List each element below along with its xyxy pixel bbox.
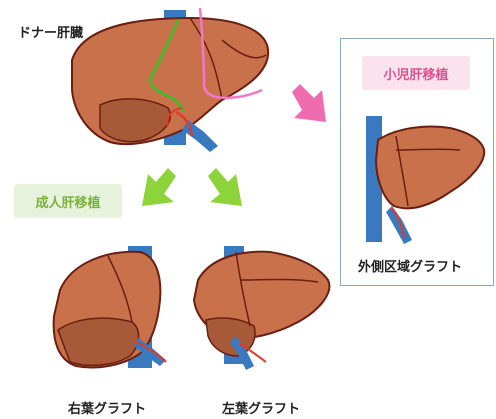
pediatric-transplant-badge: 小児肝移植 <box>362 56 470 90</box>
pink-arrow <box>292 84 326 122</box>
lateral-graft-label: 外側区域グラフト <box>358 256 462 275</box>
left-lobe-graft <box>194 246 329 370</box>
donor-liver <box>72 8 268 152</box>
adult-transplant-badge: 成人肝移植 <box>14 184 122 218</box>
right-lobe-graft-label: 右葉グラフト <box>68 398 146 417</box>
left-liver-underside <box>206 318 255 356</box>
donor-liver-label: ドナー肝臓 <box>18 22 83 41</box>
left-lobe-graft-label: 左葉グラフト <box>222 398 300 417</box>
right-lobe-graft <box>54 246 166 368</box>
right-liver-underside <box>58 318 139 365</box>
green-arrow-right <box>208 168 242 206</box>
green-arrow-left <box>142 168 176 206</box>
